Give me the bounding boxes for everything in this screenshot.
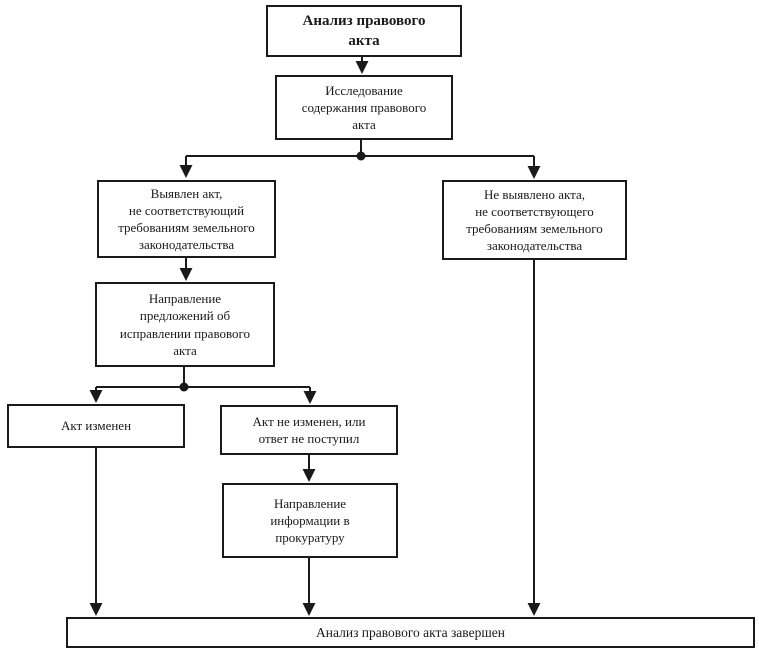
connector-proposals-branch: [89, 367, 317, 404]
node-send-proposals: Направление предложений об исправлении п…: [95, 282, 275, 367]
node-finished-label: Анализ правового акта завершен: [316, 624, 505, 640]
node-inform-prosecutor-label: Направление информации в прокуратуру: [270, 495, 350, 546]
node-research: Исследование содержания правового акта: [275, 75, 453, 140]
node-inform-prosecutor: Направление информации в прокуратуру: [222, 483, 398, 558]
node-finished: Анализ правового акта завершен: [66, 617, 755, 648]
node-act-not-found: Не выявлено акта, не соответствующего тр…: [442, 180, 627, 260]
node-act-not-changed: Акт не изменен, или ответ не поступил: [220, 405, 398, 455]
junction-dot: [179, 382, 189, 392]
node-act-changed: Акт изменен: [7, 404, 185, 448]
node-start: Анализ правового акта: [266, 5, 462, 57]
junction-dot: [356, 151, 366, 161]
node-act-not-changed-label: Акт не изменен, или ответ не поступил: [252, 413, 366, 446]
node-act-found: Выявлен акт, не соответствующий требован…: [97, 180, 276, 258]
node-start-label: Анализ правового акта: [302, 12, 426, 49]
node-act-changed-label: Акт изменен: [60, 418, 132, 434]
node-act-not-found-label: Не выявлено акта, не соответствующего тр…: [466, 186, 603, 254]
node-send-proposals-label: Направление предложений об исправлении п…: [119, 291, 251, 358]
connector-research-branch: [179, 140, 541, 179]
node-act-found-label: Выявлен акт, не соответствующий требован…: [118, 185, 255, 253]
node-research-label: Исследование содержания правового акта: [301, 82, 427, 133]
